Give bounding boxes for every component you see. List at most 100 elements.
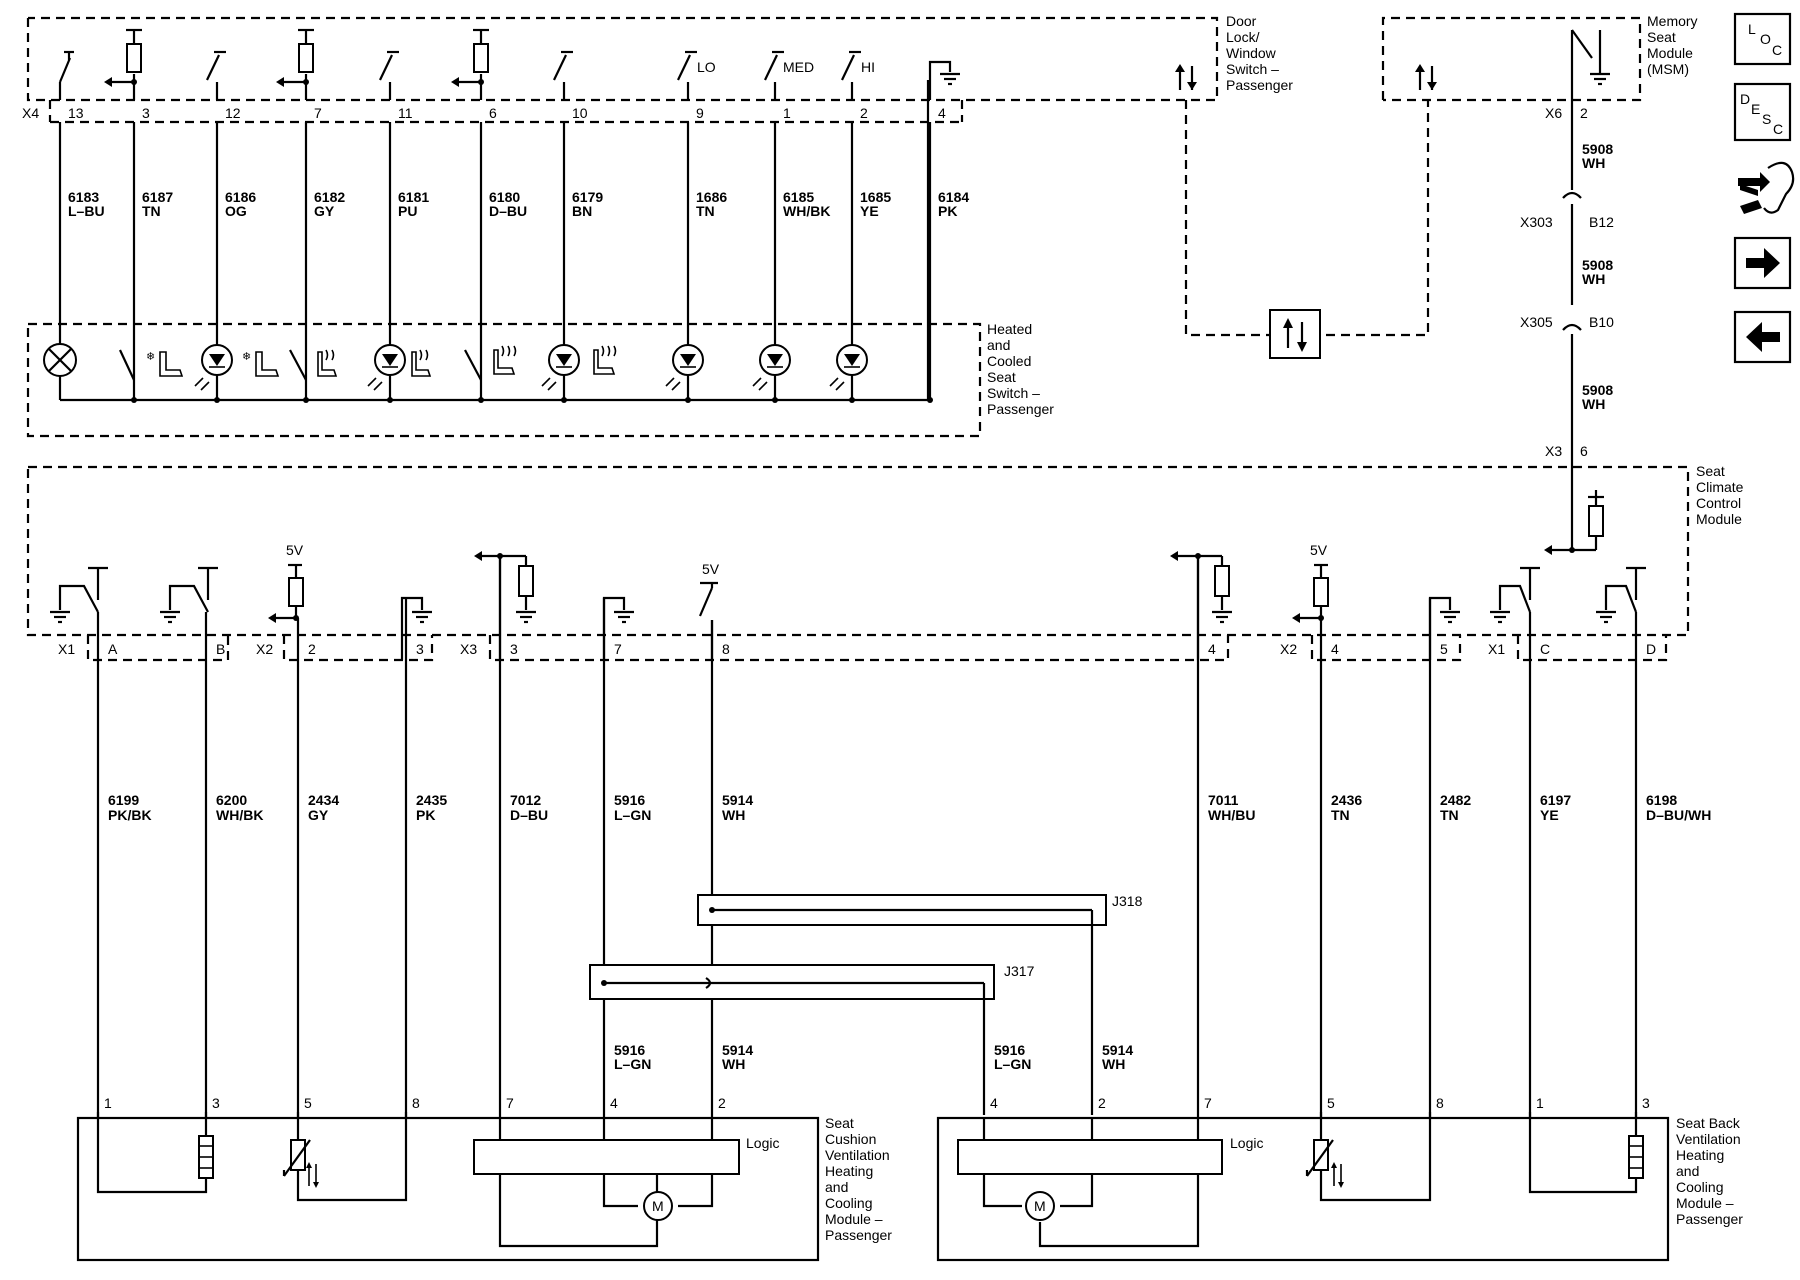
connector-end-view-button[interactable] [1738,161,1795,214]
back-pin: 5 [1327,1095,1335,1111]
speed-label-med: MED [783,59,814,75]
back-logic-label: Logic [1230,1135,1263,1151]
cushion-wire-color-2: WH [722,1056,745,1072]
x4-circuit: 6184 [938,189,969,205]
high-side-switch-d [1596,566,1646,624]
heated-seat-icon [317,349,338,377]
heated-seat-icon [411,349,432,377]
thermistor-arrows-icon [306,1162,319,1188]
scm-circuit: 6200 [216,792,247,808]
x6-pin: 2 [1580,105,1588,121]
x4-circuit: 1685 [860,189,891,205]
led-icon [367,344,406,391]
serial-data-arrows-icon [1175,64,1197,90]
seat-switch-label-0: Heated [987,321,1032,337]
x4-pin: 10 [572,105,588,121]
msm-label-3: (MSM) [1647,61,1689,77]
scm-circuit: 2436 [1331,792,1362,808]
back-label-0: Seat Back [1676,1115,1741,1131]
back-motor-label: M [1034,1198,1046,1214]
splice-j317: J317 [589,963,1035,1000]
loc-letter-c: C [1772,42,1782,58]
x4-pin: 12 [225,105,241,121]
x303-pin: B12 [1589,214,1614,230]
desc-letter-c: C [1773,121,1783,137]
memory-seat-module: Memory Seat Module (MSM) [1381,13,1698,102]
x4-circuit: 1686 [696,189,727,205]
cushion-pin: 3 [212,1095,220,1111]
indicator-lamp-icon [43,343,77,377]
door-switch-label-4: Passenger [1226,77,1293,93]
serial-data-arrows-icon [1415,64,1437,90]
scm-circuit: 7011 [1208,792,1239,808]
high-side-switch-c [1490,566,1540,624]
x4-pin: 6 [489,105,497,121]
heated-seat-icon [493,345,517,375]
scm-pin: C [1540,641,1550,657]
cushion-label-4: and [825,1179,848,1195]
scm-pin: A [108,641,118,657]
msm-wire1-color: WH [1582,155,1605,171]
scm-pin: 8 [722,641,730,657]
x4-color: PU [398,203,417,219]
cushion-wire-circuit-2: 5914 [722,1042,753,1058]
heated-seat-icon [593,345,617,375]
desc-letter-d: D [1740,91,1750,107]
x4-connector: X4 [22,100,964,124]
location-button[interactable]: L O C [1733,12,1792,66]
heated-cooled-seat-switch: Heated and Cooled Seat Switch – Passenge… [26,80,1054,438]
scm-color: WH [722,807,745,823]
next-page-button[interactable] [1733,236,1792,290]
x4-circuit: 6185 [783,189,814,205]
arrow-right-icon [1746,248,1780,278]
seat-switch-label-1: and [987,337,1010,353]
scm-label-2: Control [1696,495,1741,511]
x303-label: X303 [1520,214,1553,230]
splice-j317-label: J317 [1004,963,1035,979]
door-switch-label-3: Switch – [1226,61,1279,77]
scm-pin: 3 [416,641,424,657]
cooled-seat-icon: ❄ [146,351,184,377]
x4-pin: 2 [860,105,868,121]
speed-label-lo: LO [697,59,716,75]
back-wire-circuit-1: 5916 [994,1042,1025,1058]
x4-color: D–BU [489,203,527,219]
scm-circuit: 5914 [722,792,753,808]
scm-pin: D [1646,641,1656,657]
arrow-left-icon [1746,322,1780,352]
serial-data-link [1184,100,1430,359]
cushion-pin: 4 [610,1095,618,1111]
cushion-pin: 5 [304,1095,312,1111]
high-side-switch-b [160,566,218,624]
scm-color: YE [1540,807,1559,823]
x4-pin: 9 [696,105,704,121]
scm-pin: B [216,641,225,657]
splice-j318-label: J318 [1112,893,1143,909]
loc-letter-o: O [1760,31,1771,47]
cushion-wire-circuit-1: 5916 [614,1042,645,1058]
scm-label-1: Climate [1696,479,1744,495]
scm-color: D–BU/WH [1646,807,1711,823]
x4-pin: 1 [783,105,791,121]
cushion-label-1: Cushion [825,1131,876,1147]
door-switch-label-1: Lock/ [1226,29,1260,45]
previous-page-button[interactable] [1733,310,1792,364]
description-button[interactable]: D E S C [1733,82,1792,142]
back-wire-circuit-2: 5914 [1102,1042,1133,1058]
door-switch-label-2: Window [1226,45,1277,61]
scm-color: D–BU [510,807,548,823]
x4-circuit: 6181 [398,189,429,205]
back-label-1: Ventilation [1676,1131,1741,1147]
scm-label-0: Seat [1696,463,1725,479]
splice-j318: J318 [697,893,1143,926]
cushion-motor-label: M [652,1198,664,1214]
splice-branch-wires: 5916 L–GN 5914 WH 5916 L–GN 5914 WH [614,925,1133,1115]
scm-conn-x2-a: X2 [256,641,273,657]
back-pin: 4 [990,1095,998,1111]
cushion-label-2: Ventilation [825,1147,890,1163]
led-icon [541,344,580,391]
scm-pin: 5 [1440,641,1448,657]
cushion-label-6: Module – [825,1211,883,1227]
msm-wire2-circuit: 5908 [1582,257,1613,273]
x4-pin: 7 [314,105,322,121]
